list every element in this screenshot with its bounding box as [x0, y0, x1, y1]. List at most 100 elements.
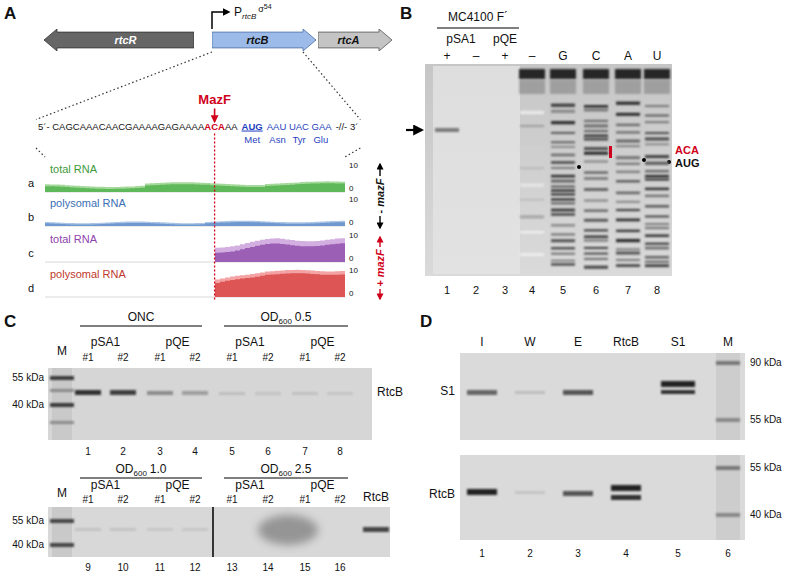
lane-label: M [723, 336, 733, 350]
gel-band [520, 167, 544, 169]
gel-band [616, 163, 640, 165]
plasmid-label: pSA1 [235, 479, 264, 493]
figure-part [577, 165, 581, 169]
start-codon: AUG [242, 122, 263, 133]
figure-part [50, 376, 74, 380]
plasmid-label: pSA1 [446, 33, 475, 47]
lane-number: 3 [502, 284, 508, 297]
gel-band [645, 137, 669, 140]
track-letter: a [28, 177, 34, 190]
gel-band [645, 261, 669, 263]
figure-part [110, 528, 136, 531]
gel-band [551, 154, 575, 157]
promoter-label: rtcB [242, 12, 256, 21]
cleavage-line [214, 133, 215, 300]
gel-band [551, 263, 575, 266]
gel-band [584, 161, 608, 163]
condition-label: 600 [133, 469, 146, 478]
gel-band [584, 219, 608, 222]
gel-smear [644, 80, 670, 94]
clone-label: #2 [117, 494, 128, 506]
lane-number: 12 [189, 562, 200, 574]
clone-label: #2 [262, 494, 273, 506]
track-name: total RNA [50, 233, 97, 246]
lane-number: 2 [120, 446, 126, 458]
gel-band [616, 192, 640, 195]
figure-part [515, 391, 545, 394]
gel-band [645, 121, 669, 123]
lane-number: 8 [337, 446, 343, 458]
gel-band [645, 115, 669, 117]
gel-band [616, 113, 640, 116]
gene-name: rtcB [246, 33, 268, 47]
size-marker: 40 kDa [12, 539, 44, 551]
size-marker: 40 kDa [750, 509, 782, 521]
gel-smear [519, 80, 545, 94]
gel-band [551, 189, 575, 192]
lane-number: 2 [527, 548, 533, 560]
panel-a-measured [36, 52, 360, 300]
gel-band [616, 124, 640, 126]
coverage-track [45, 222, 345, 226]
gel-band [584, 134, 608, 137]
gel-band [551, 167, 575, 169]
figure-part [80, 326, 202, 327]
figure-part [48, 368, 372, 440]
lane-label: + [501, 50, 508, 64]
figure-part [379, 164, 380, 176]
gene-arrow: rtcR [44, 29, 194, 51]
figure-part [212, 507, 214, 557]
lane-label: + [443, 50, 450, 64]
panel-letter: B [400, 4, 412, 24]
gel-band [645, 223, 669, 225]
gel-smear [615, 80, 641, 94]
lane-label: W [524, 336, 535, 350]
zoom-line [36, 148, 45, 157]
lane-number: 13 [226, 562, 237, 574]
panel-letter: A [4, 4, 16, 24]
figure-part [563, 390, 593, 395]
plasmid-label: pQE [310, 479, 334, 493]
condition-label: OD [260, 463, 278, 477]
figure-part [147, 528, 173, 531]
gel-band [551, 239, 575, 242]
figure-part [50, 421, 74, 424]
track-name: total RNA [50, 163, 97, 176]
gel-band [616, 156, 640, 159]
gel-band [584, 247, 608, 249]
promoter-label: P [234, 6, 242, 20]
figure-part [147, 391, 173, 395]
plasmid-label: pSA1 [235, 336, 264, 350]
gel-band [584, 229, 608, 231]
gel-band [551, 132, 575, 134]
figure-part [433, 66, 520, 274]
gene-arrow: rtcB [212, 29, 316, 51]
gel-band [584, 105, 608, 108]
gel-band [584, 147, 608, 150]
gel-band [519, 69, 545, 79]
sequence-marker: ACA [675, 144, 699, 157]
lane-number: 1 [479, 548, 485, 560]
gel-band [551, 224, 575, 227]
gel-band [645, 246, 669, 249]
gel-band [645, 227, 669, 230]
gel-smear [550, 80, 576, 94]
text-row: 5´- CAGCAAACAACGAAAAGAGAAAAACAAAAUGAAU U… [38, 122, 358, 133]
figure-part [110, 390, 136, 395]
figure-part [255, 392, 281, 395]
condition-label: ONC [128, 311, 155, 325]
plasmid-label: pSA1 [91, 336, 120, 350]
gel-band [645, 205, 669, 207]
clone-label: #1 [154, 352, 165, 364]
clone-label: #1 [299, 352, 310, 364]
lane-number: 14 [262, 562, 273, 574]
lane-number: 4 [529, 284, 535, 297]
figure-part [563, 491, 593, 496]
size-marker: 90 kDa [750, 357, 782, 369]
gel-band [616, 180, 640, 182]
figure-part [716, 353, 740, 440]
lane-number: 6 [593, 284, 599, 297]
lane-label: A [624, 50, 632, 64]
figure-part [50, 389, 74, 392]
figure-part [425, 64, 672, 276]
